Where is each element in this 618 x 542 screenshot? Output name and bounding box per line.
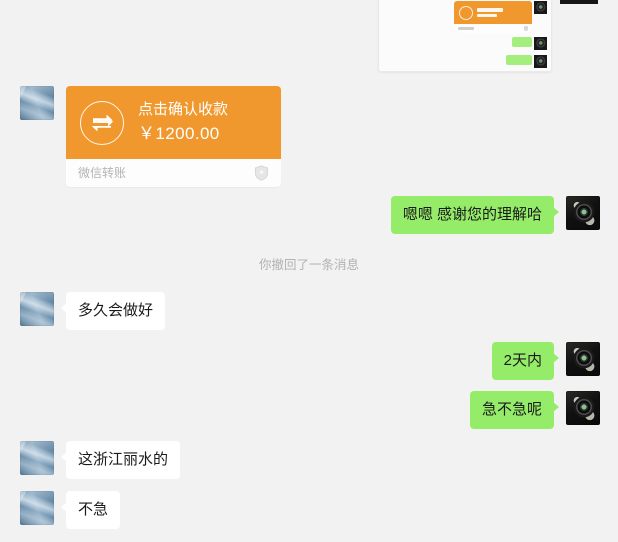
transfer-card-footer: 微信转账 xyxy=(66,159,281,187)
message-row-twodays: 2天内 xyxy=(491,342,600,380)
nested-avatar xyxy=(534,1,547,14)
transfer-amount: ￥1200.00 xyxy=(138,124,220,143)
nested-green-bubble xyxy=(511,37,532,47)
message-row-thanks: 嗯嗯 感谢您的理解哈 xyxy=(390,196,600,234)
message-bubble[interactable]: 急不急呢 xyxy=(469,391,560,429)
message-bubble[interactable]: 嗯嗯 感谢您的理解哈 xyxy=(390,196,560,234)
avatar[interactable] xyxy=(566,391,600,425)
shield-icon xyxy=(254,165,269,181)
nested-transfer-card-top xyxy=(454,1,532,24)
avatar[interactable] xyxy=(20,86,54,120)
nested-transfer-row xyxy=(454,1,547,33)
nested-transfer-text-lines xyxy=(477,8,503,17)
nested-green-bubble xyxy=(506,55,532,65)
nested-transfer-card-footer xyxy=(454,24,532,33)
message-row-urgent: 急不急呢 xyxy=(469,391,600,429)
transfer-card-texts: 点击确认收款 ￥1200.00 xyxy=(138,100,228,145)
recall-notice: 你撤回了一条消息 xyxy=(258,258,359,272)
message-bubble[interactable]: 多久会做好 xyxy=(60,292,166,330)
avatar[interactable] xyxy=(20,441,54,475)
transfer-card[interactable]: 点击确认收款 ￥1200.00 微信转账 xyxy=(66,86,281,187)
transfer-title: 点击确认收款 xyxy=(138,101,229,118)
nested-avatar xyxy=(534,55,547,68)
transfer-arrows-icon xyxy=(80,100,124,145)
nested-screenshot-image-message[interactable] xyxy=(378,0,552,72)
nested-avatar xyxy=(534,37,547,50)
message-row-notrush: 不急 xyxy=(20,491,121,529)
message-bubble[interactable]: 这浙江丽水的 xyxy=(60,441,181,479)
avatar[interactable] xyxy=(20,292,54,326)
message-bubble[interactable]: 2天内 xyxy=(491,342,560,380)
message-row-transfer: 点击确认收款 ￥1200.00 微信转账 xyxy=(20,86,281,187)
avatar[interactable] xyxy=(566,196,600,230)
avatar[interactable] xyxy=(566,342,600,376)
nested-message-row xyxy=(506,55,547,68)
nested-transfer-arrows-icon xyxy=(459,5,473,20)
transfer-card-body: 点击确认收款 ￥1200.00 xyxy=(66,86,281,159)
nested-message-row xyxy=(511,37,547,50)
message-bubble[interactable]: 不急 xyxy=(60,491,121,529)
nested-shield-icon xyxy=(524,26,528,31)
top-bar-sliver xyxy=(560,0,598,4)
message-row-howlong: 多久会做好 xyxy=(20,292,166,330)
transfer-footer-label: 微信转账 xyxy=(78,166,127,180)
nested-transfer-card xyxy=(454,1,532,33)
avatar[interactable] xyxy=(20,491,54,525)
message-row-lishui: 这浙江丽水的 xyxy=(20,441,181,479)
